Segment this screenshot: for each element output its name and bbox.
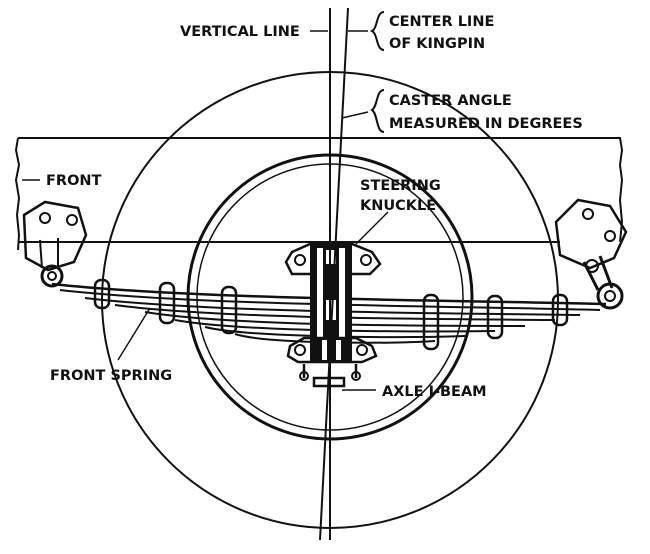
spring-clips (93, 278, 569, 351)
leader-steering-knuckle (355, 211, 389, 245)
label-front: FRONT (46, 173, 102, 189)
label-steering-1: STEERING (360, 178, 441, 194)
spring-hanger-front (22, 200, 88, 288)
label-center-line-1: CENTER LINE (389, 14, 494, 30)
label-caster-angle-2: MEASURED IN DEGREES (389, 116, 583, 132)
steering-knuckle-assembly (284, 242, 382, 388)
frame-rail (14, 137, 624, 251)
leader-front-spring (117, 307, 151, 361)
label-vertical-line: VERTICAL LINE (180, 24, 300, 40)
label-steering-2: KNUCKLE (360, 198, 436, 214)
label-front-spring: FRONT SPRING (50, 368, 172, 384)
label-center-line-2: OF KINGPIN (389, 36, 485, 52)
brace-center-line (369, 11, 385, 51)
label-axle-ibeam: AXLE I-BEAM (382, 384, 487, 400)
brace-caster-angle (370, 89, 385, 133)
leader-caster-angle (341, 111, 369, 119)
shackle-bracket-rear (554, 198, 628, 310)
label-caster-angle-1: CASTER ANGLE (389, 93, 512, 109)
kingpin-center-line (319, 7, 349, 541)
